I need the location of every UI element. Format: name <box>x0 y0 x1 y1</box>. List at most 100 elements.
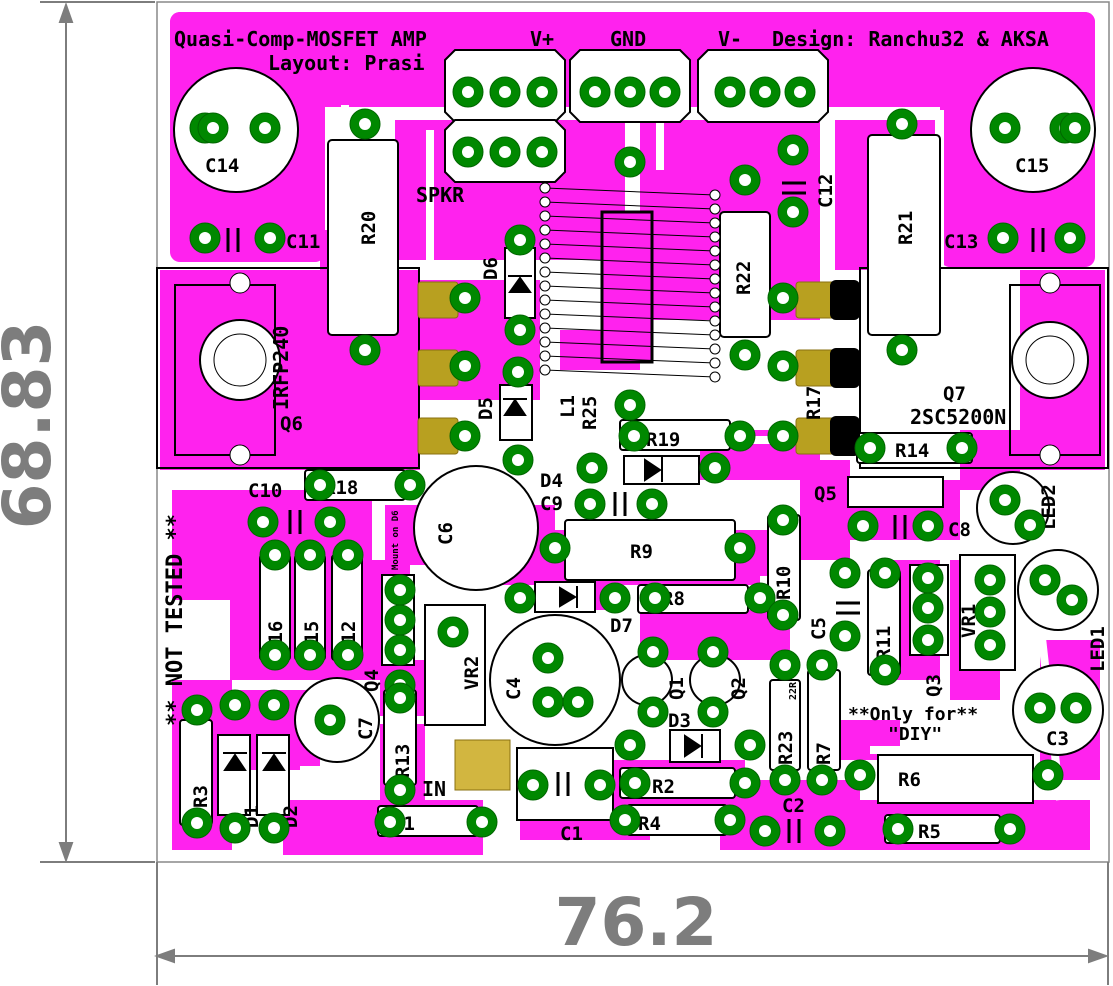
pad-hole <box>892 823 904 835</box>
pad-hole <box>324 714 336 726</box>
note-only-for: **Only for** <box>848 704 978 725</box>
pad-hole <box>744 739 756 751</box>
label-r3: R3 <box>190 785 212 808</box>
pad-hole <box>394 644 406 656</box>
label-q6: Q6 <box>280 413 303 435</box>
label-d3: D3 <box>668 710 691 732</box>
label-c9: C9 <box>540 493 563 515</box>
pad-hole <box>542 696 554 708</box>
pad-hole <box>997 232 1009 244</box>
pad-hole <box>896 344 908 356</box>
label-d7: D7 <box>610 615 633 637</box>
pad-hole <box>269 649 281 661</box>
pad-hole <box>777 430 789 442</box>
pad-hole <box>922 602 934 614</box>
pad-hole <box>777 360 789 372</box>
pad-hole <box>324 516 336 528</box>
pad-hole <box>314 479 326 491</box>
label-vr2: VR2 <box>461 656 483 690</box>
pad-hole <box>754 592 766 604</box>
pad-hole <box>229 699 241 711</box>
pad-hole <box>619 814 631 826</box>
label-c13: C13 <box>944 231 978 253</box>
pad-hole <box>707 706 719 718</box>
pad-hole <box>816 774 828 786</box>
pad-hole <box>724 86 736 98</box>
label-vr1: VR1 <box>958 604 980 638</box>
label-c4: C4 <box>503 677 525 700</box>
label-q1: Q1 <box>666 677 688 700</box>
pad-hole <box>984 574 996 586</box>
pad-hole <box>628 430 640 442</box>
pad-hole <box>589 86 601 98</box>
q6-outline <box>156 267 420 469</box>
pad-hole <box>777 514 789 526</box>
pad-hole <box>584 498 596 510</box>
label-d5: D5 <box>475 397 497 420</box>
pad-hole <box>459 360 471 372</box>
dimension-lines <box>40 1 1110 985</box>
pad-hole <box>734 430 746 442</box>
pad-hole <box>879 567 891 579</box>
label-c12: C12 <box>815 174 837 208</box>
pad-hole <box>787 206 799 218</box>
pad-hole <box>999 122 1011 134</box>
pad-hole <box>777 292 789 304</box>
pad-hole <box>394 584 406 596</box>
pad-hole <box>922 634 934 646</box>
label-r22: R22 <box>733 261 755 295</box>
pad-hole <box>647 706 659 718</box>
pad-hole <box>624 399 636 411</box>
pad-hole <box>984 639 996 651</box>
pad-hole <box>1039 574 1051 586</box>
pad-hole <box>1064 232 1076 244</box>
pad-hole <box>542 652 554 664</box>
terminal-v-minus: V- <box>718 27 742 51</box>
pad-hole <box>514 234 526 246</box>
label-r5: R5 <box>918 821 941 843</box>
pad-hole <box>229 822 241 834</box>
label-r6: R6 <box>898 769 921 791</box>
label-d4: D4 <box>540 470 563 492</box>
pad-hole <box>359 344 371 356</box>
pad-hole <box>646 498 658 510</box>
pad-hole <box>739 777 751 789</box>
pad-hole <box>394 692 406 704</box>
label-c10: C10 <box>248 480 282 502</box>
pad-hole <box>1066 594 1078 606</box>
pad-hole <box>734 542 746 554</box>
pad-hole <box>264 232 276 244</box>
pad-hole <box>514 324 526 336</box>
pad-hole <box>462 86 474 98</box>
pad-hole <box>268 699 280 711</box>
pad-hole <box>512 454 524 466</box>
inductor-l1 <box>539 182 721 383</box>
terminal-gnd: GND <box>610 27 646 51</box>
pad-hole <box>609 592 621 604</box>
label-q5: Q5 <box>814 483 837 505</box>
label-c2: C2 <box>782 795 805 817</box>
pad-hole <box>268 822 280 834</box>
pad-hole <box>787 144 799 156</box>
q7-part-number: 2SC5200N <box>910 405 1006 429</box>
diode-symbols <box>223 275 703 771</box>
label-r11: R11 <box>873 626 895 660</box>
ceramic-cap-symbols <box>226 181 1045 843</box>
label-r10: R10 <box>773 566 795 600</box>
pad-hole <box>459 430 471 442</box>
label-r21: R21 <box>895 211 917 245</box>
label-c11: C11 <box>286 231 320 253</box>
dimension-height: 68.83 <box>0 321 66 530</box>
note-not-tested: ** NOT TESTED ** <box>163 514 188 726</box>
pad-hole <box>839 630 851 642</box>
pad-hole <box>536 146 548 158</box>
pad-hole <box>394 784 406 796</box>
pad-hole <box>857 520 869 532</box>
q7-outline <box>859 267 1109 469</box>
pad-hole <box>514 592 526 604</box>
pad-hole <box>359 118 371 130</box>
pad-hole <box>1070 702 1082 714</box>
pad-hole <box>447 626 459 638</box>
pad-hole <box>304 649 316 661</box>
